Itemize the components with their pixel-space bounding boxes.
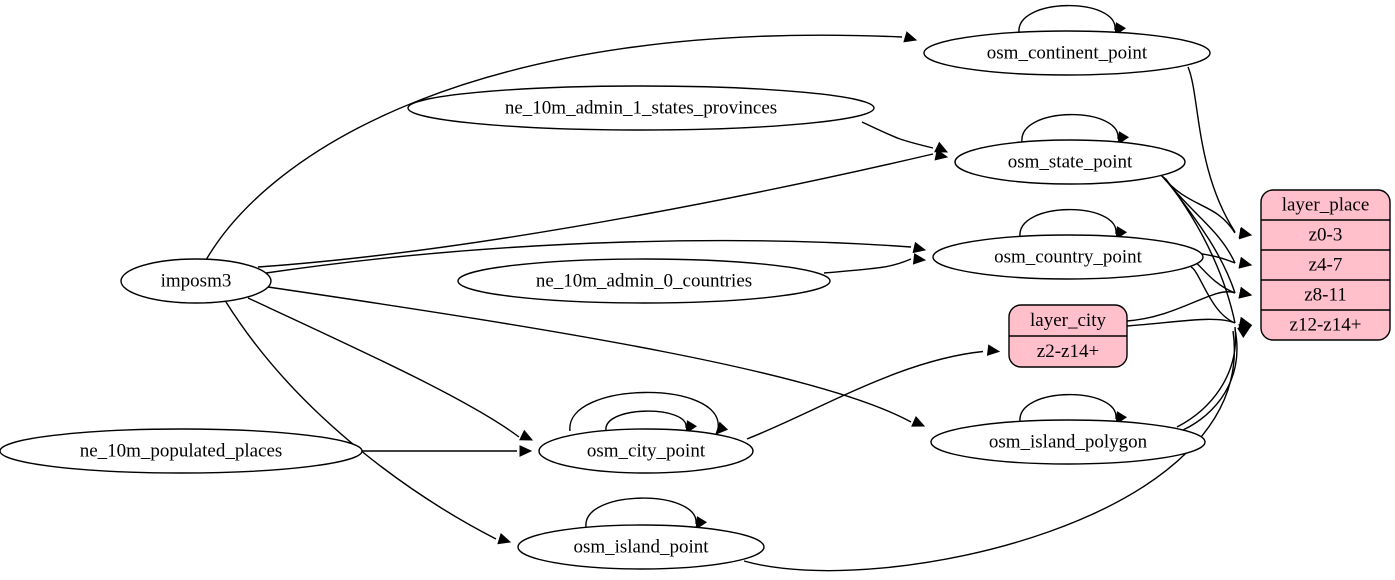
record-row-label: layer_place bbox=[1282, 194, 1370, 215]
node-ellipse bbox=[954, 139, 1186, 185]
node-imposm3[interactable]: imposm3 bbox=[120, 258, 272, 304]
node-label: ne_10m_admin_1_states_provinces bbox=[505, 97, 777, 118]
edge bbox=[247, 297, 520, 438]
record-row-label: z4-7 bbox=[1309, 254, 1343, 275]
node-label: osm_state_point bbox=[1008, 151, 1133, 172]
node-layer_city[interactable]: layer_city z2-z14+ bbox=[1008, 304, 1128, 368]
edge bbox=[743, 330, 1236, 572]
node-ellipse bbox=[457, 258, 831, 304]
edge bbox=[1176, 326, 1237, 428]
node-layer_place[interactable]: layer_place z0-3 z4-7 z8-11 z12-z14+ bbox=[1260, 189, 1391, 341]
node-osm_state_point[interactable]: osm_state_point bbox=[954, 139, 1186, 185]
edge bbox=[1190, 266, 1236, 324]
edge bbox=[1126, 291, 1236, 322]
node-label: osm_island_point bbox=[573, 536, 709, 557]
record-row-label: z8-11 bbox=[1304, 284, 1347, 305]
node-osm_continent_point[interactable]: osm_continent_point bbox=[923, 30, 1211, 76]
node-ellipse bbox=[538, 428, 754, 474]
node-ellipse bbox=[120, 258, 272, 304]
node-ellipse bbox=[932, 234, 1204, 280]
node-label: osm_city_point bbox=[587, 440, 706, 461]
node-osm_country_point[interactable]: osm_country_point bbox=[932, 234, 1204, 280]
edge bbox=[205, 34, 903, 261]
node-ellipse bbox=[0, 428, 363, 474]
edge bbox=[225, 301, 497, 540]
self-loop bbox=[1019, 393, 1117, 423]
edge bbox=[1164, 178, 1236, 324]
record-box bbox=[1260, 189, 1391, 341]
node-ellipse bbox=[930, 419, 1206, 465]
self-loop bbox=[605, 410, 687, 432]
node-ne_10m_populated_places[interactable]: ne_10m_populated_places bbox=[0, 428, 363, 474]
node-ellipse bbox=[923, 30, 1211, 76]
self-loop bbox=[585, 497, 697, 528]
edge bbox=[1187, 66, 1236, 233]
edge bbox=[1126, 318, 1236, 327]
edge bbox=[1182, 328, 1238, 431]
edge bbox=[1160, 174, 1236, 234]
edge bbox=[823, 258, 912, 274]
node-layer: imposm3 ne_10m_populated_places ne_10m_adm… bbox=[0, 30, 1391, 570]
node-label: ne_10m_populated_places bbox=[80, 440, 283, 461]
node-osm_island_point[interactable]: osm_island_point bbox=[517, 524, 765, 570]
node-label: osm_island_polygon bbox=[989, 431, 1148, 452]
node-osm_city_point[interactable]: osm_city_point bbox=[538, 428, 754, 474]
edge bbox=[265, 239, 912, 274]
record-row-label: z12-z14+ bbox=[1290, 314, 1362, 335]
record-row-label: z0-3 bbox=[1309, 224, 1343, 245]
record-row-label: layer_city bbox=[1030, 310, 1106, 331]
node-label: imposm3 bbox=[161, 270, 232, 291]
node-ellipse bbox=[517, 524, 765, 570]
edge bbox=[267, 286, 912, 423]
self-loop bbox=[1018, 4, 1116, 34]
edge bbox=[257, 153, 934, 268]
edge bbox=[746, 350, 984, 440]
edge bbox=[861, 121, 934, 149]
node-label: osm_continent_point bbox=[987, 42, 1148, 63]
self-loop bbox=[1019, 208, 1117, 238]
record-row-label: z2-z14+ bbox=[1037, 341, 1099, 362]
edge bbox=[1163, 176, 1236, 294]
self-loop bbox=[1021, 113, 1119, 143]
node-label: ne_10m_admin_0_countries bbox=[536, 270, 752, 291]
node-ellipse bbox=[407, 85, 875, 131]
edge bbox=[569, 391, 719, 432]
node-ne_10m_admin_1_states_provinces[interactable]: ne_10m_admin_1_states_provinces bbox=[407, 85, 875, 131]
node-osm_island_polygon[interactable]: osm_island_polygon bbox=[930, 419, 1206, 465]
node-ne_10m_admin_0_countries[interactable]: ne_10m_admin_0_countries bbox=[457, 258, 831, 304]
node-label: osm_country_point bbox=[994, 246, 1142, 267]
